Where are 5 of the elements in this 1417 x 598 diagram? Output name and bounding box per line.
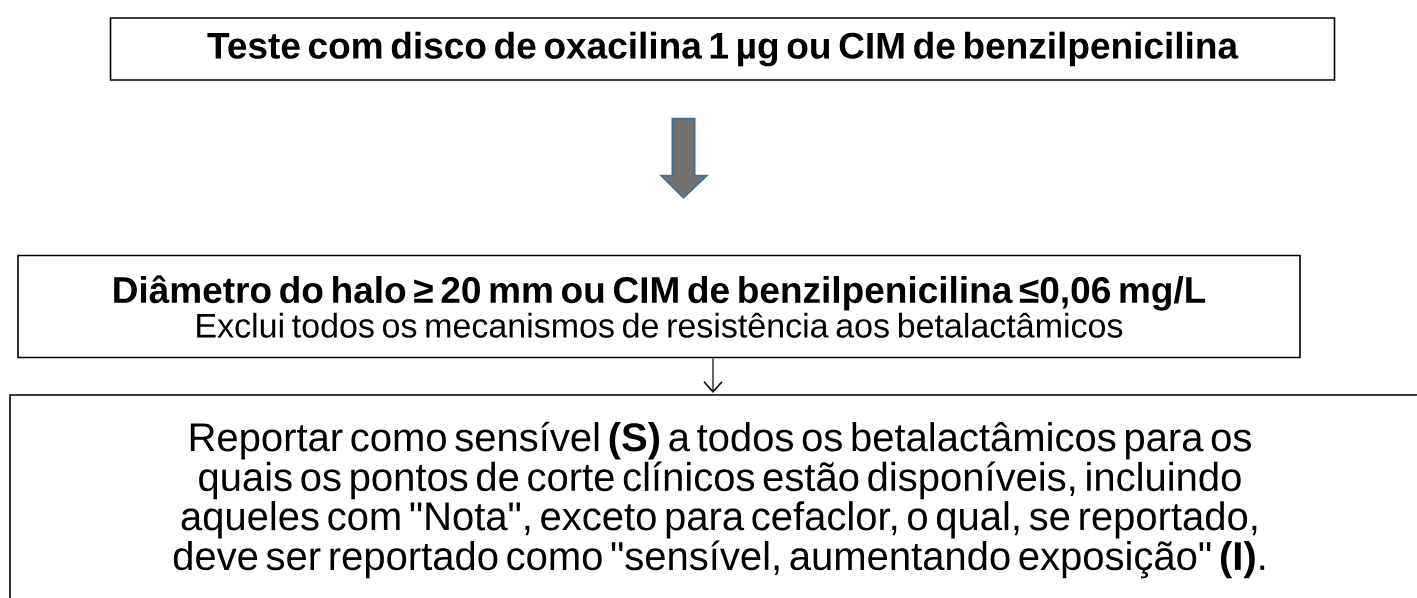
arrow (703, 357, 723, 393)
process-box: Teste com disco de oxacilina 1 µg ou CIM de benzilpenicilina (109, 17, 1336, 81)
block-arrow (659, 117, 709, 200)
process-box: Diâmetro do halo ≥ 20 mm ou CIM de benzilpenicilina ≤0,06 mg/L Exclui todos os mecanismos de resistência aos betalactâmicos (17, 254, 1301, 359)
process-box: Reportar como sensível (S) a todos os betalactâmicos para os quais os pontos de corte clínicos estão disponíveis, incluindo aqueles com "Nota", exceto para cefaclor, o qual, se reportado, deve ser reportado como "sensível, aumentando exposição" (I). (9, 394, 1417, 598)
